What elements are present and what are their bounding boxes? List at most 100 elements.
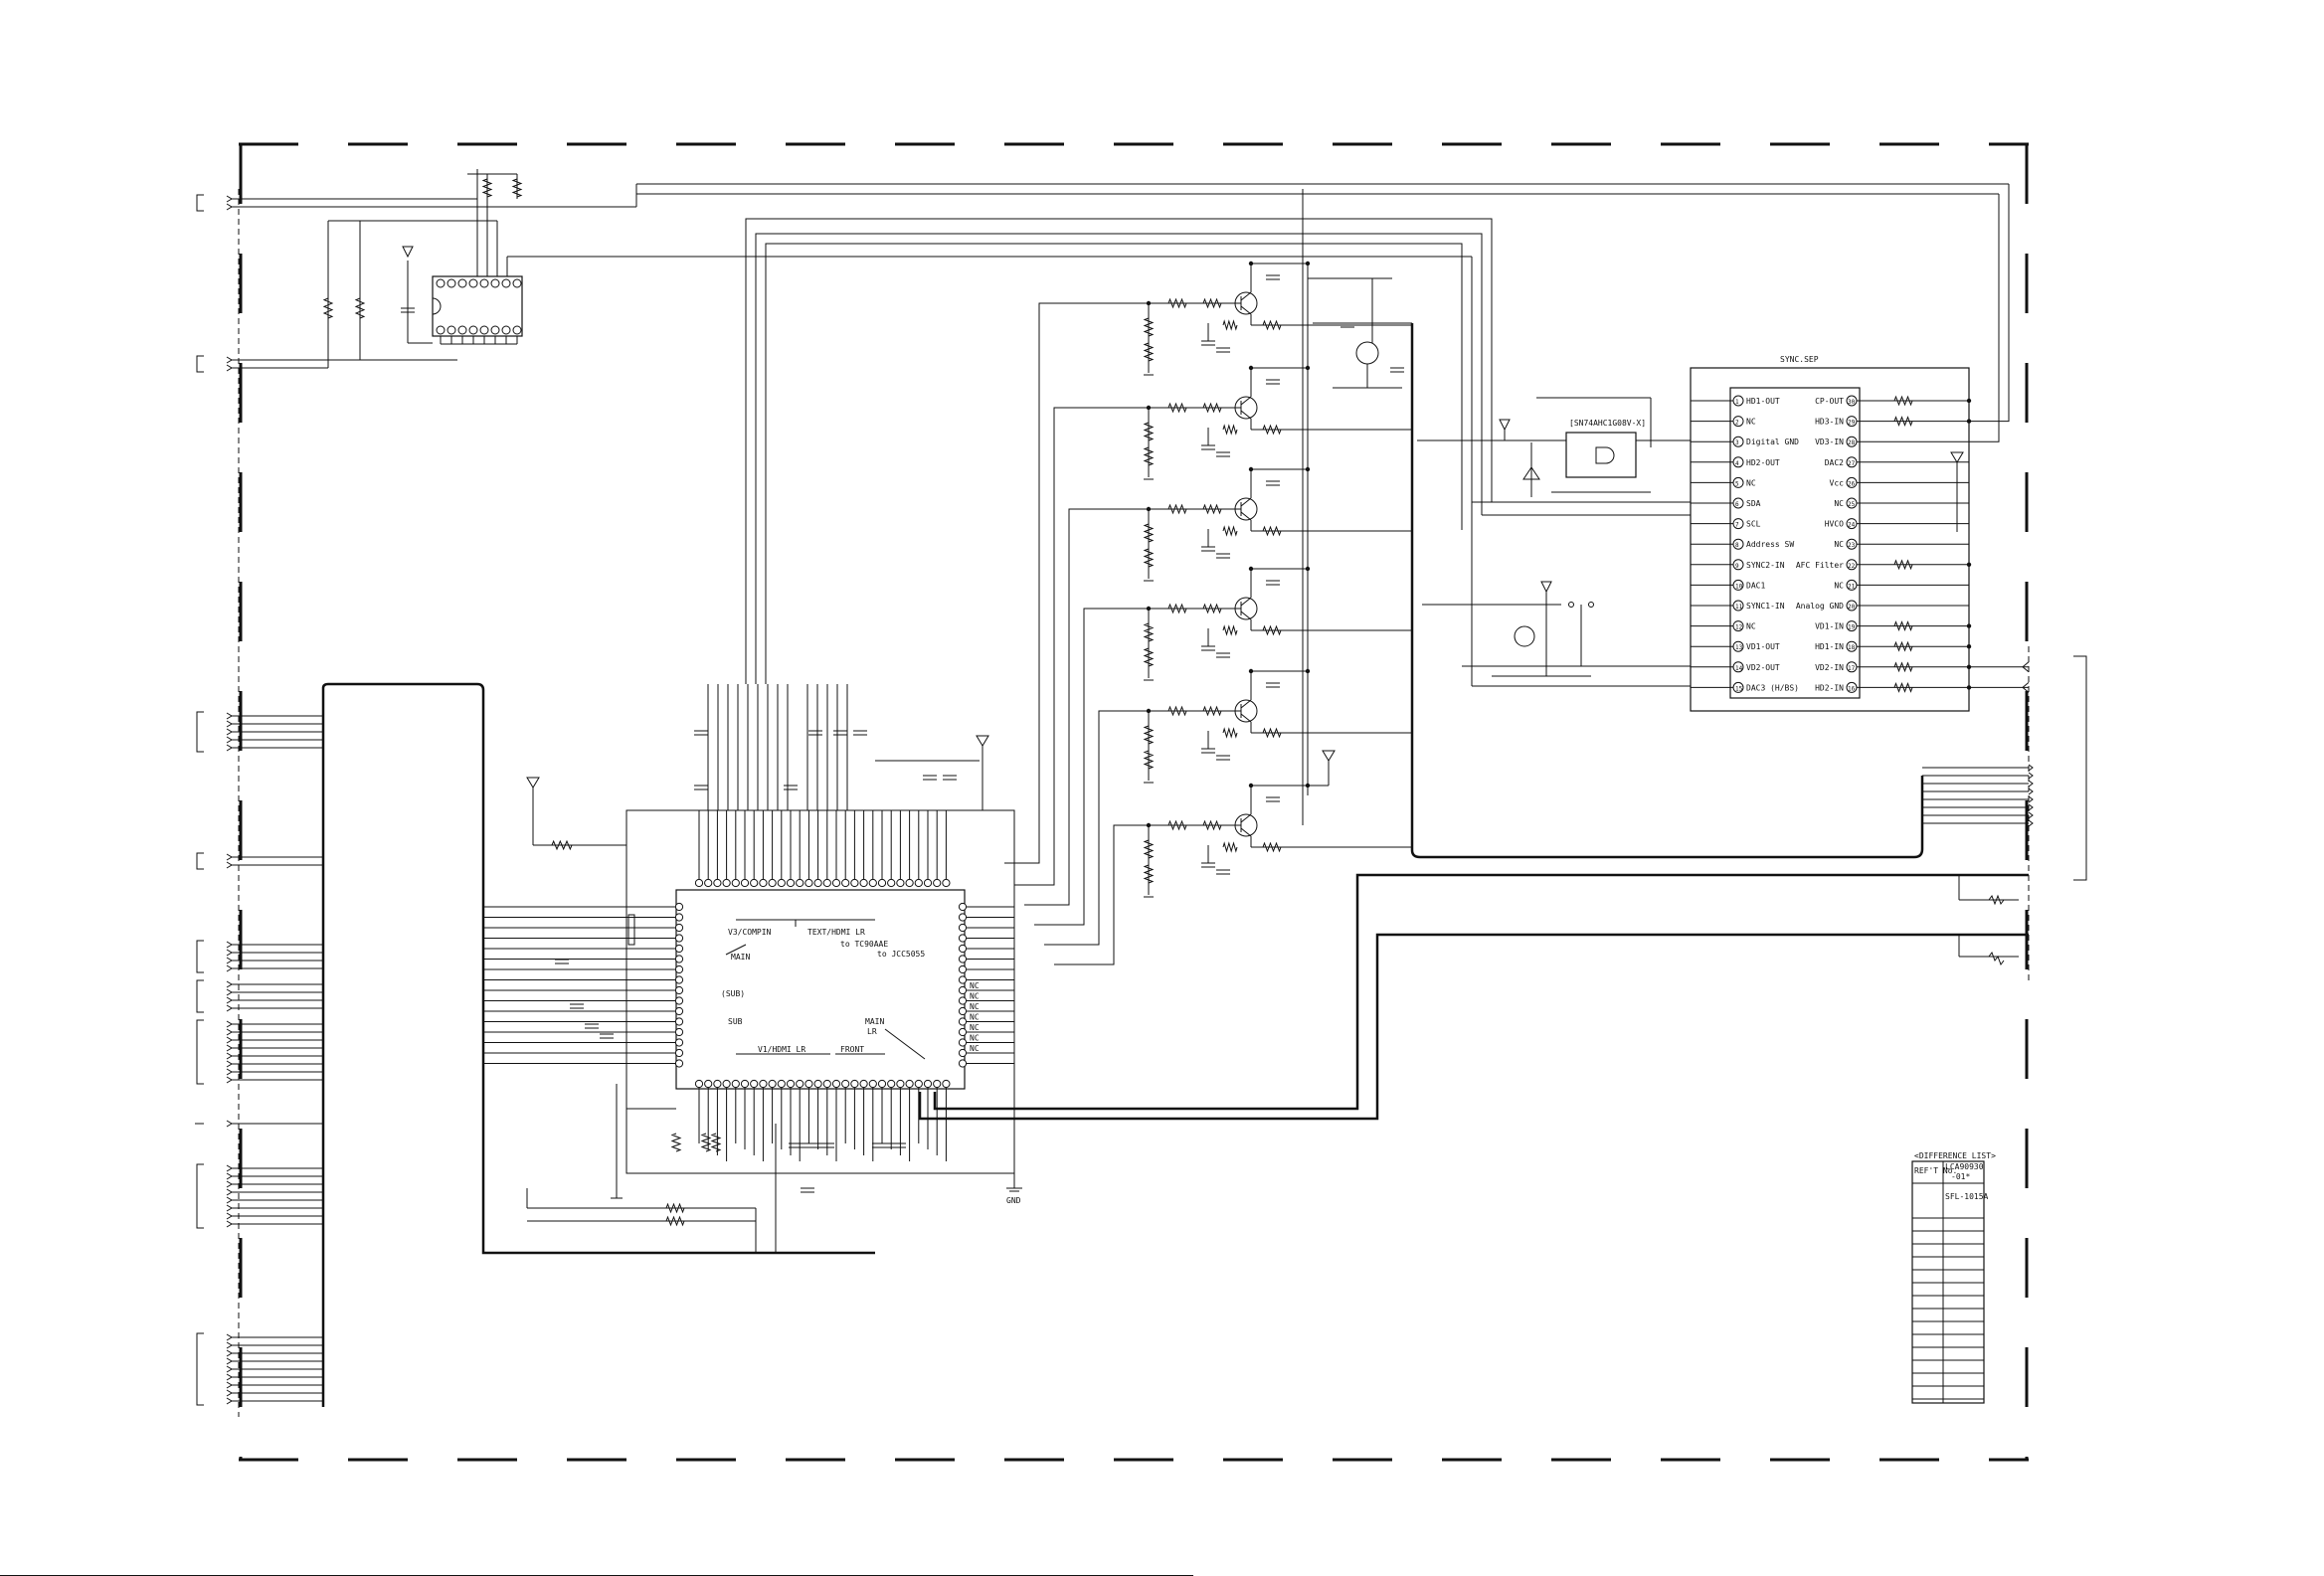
sync-right-pin-label: NC bbox=[1834, 499, 1844, 508]
ic-pin bbox=[436, 278, 446, 288]
sync-left-pin-num: 10 bbox=[1735, 583, 1743, 590]
connector-bracket bbox=[196, 194, 204, 212]
sync-input-trace bbox=[1969, 194, 2000, 442]
connector-pin bbox=[226, 980, 233, 988]
main-ic-top-pin bbox=[813, 878, 822, 888]
arrow bbox=[2028, 780, 2034, 788]
connector-pin bbox=[226, 1044, 233, 1052]
main-ic-bottom-pin bbox=[887, 1079, 896, 1089]
main-ic-left-pin bbox=[674, 1006, 684, 1016]
main-ic-bottom-pin bbox=[859, 1079, 868, 1089]
connector-pin bbox=[226, 1357, 233, 1365]
sync-left-pin-num: 7 bbox=[1735, 522, 1739, 529]
vcc-symbol bbox=[1322, 750, 1336, 762]
logic-ic-label: [SN74AHC1G08V-X] bbox=[1569, 419, 1646, 428]
resistor bbox=[1143, 446, 1155, 466]
vcc-symbol bbox=[976, 735, 989, 747]
resistor bbox=[1143, 422, 1155, 441]
main-ic-bottom-pin bbox=[777, 1079, 786, 1089]
diff-col1-header: REF'T No. bbox=[1914, 1166, 1957, 1175]
resistor bbox=[1262, 424, 1282, 436]
main-ic-bottom-pin bbox=[933, 1079, 942, 1089]
main-ic-bottom-pin bbox=[713, 1079, 722, 1089]
main-ic-top-pin bbox=[740, 878, 750, 888]
connector-pin bbox=[226, 1365, 233, 1373]
top-left-ic-block bbox=[231, 169, 2009, 369]
sync-right-pin-num: 17 bbox=[1848, 665, 1856, 672]
main-ic-top-pin bbox=[786, 878, 796, 888]
sync-right-pin-label: VD3-IN bbox=[1815, 438, 1844, 446]
connector-pin bbox=[226, 1349, 233, 1357]
main-ic-bottom-pin bbox=[868, 1079, 877, 1089]
label-sub: SUB bbox=[728, 1017, 743, 1026]
connector-pin bbox=[226, 720, 233, 728]
sync-right-pin-label: Analog GND bbox=[1796, 602, 1844, 611]
ic-pin bbox=[447, 325, 456, 335]
nc-pin-label: NC bbox=[970, 1044, 980, 1053]
sync-right-pin-num: 27 bbox=[1848, 460, 1856, 467]
resistor bbox=[1143, 548, 1155, 568]
connector-pin bbox=[226, 941, 233, 949]
right-output-lines bbox=[1922, 655, 2087, 881]
resistor bbox=[1893, 416, 1913, 428]
sync-right-pin-num: 25 bbox=[1848, 501, 1856, 508]
connector-pin bbox=[226, 356, 233, 364]
resistor bbox=[1222, 424, 1238, 436]
ic-pin bbox=[490, 278, 500, 288]
connector-pin bbox=[226, 1068, 233, 1076]
main-ic-bottom-pin bbox=[942, 1079, 951, 1089]
lower-return-lines bbox=[918, 873, 2029, 1121]
connector-pin bbox=[226, 1381, 233, 1389]
label-to-tc90aae: to TC90AAE bbox=[840, 940, 888, 949]
sync-left-pin-num: 11 bbox=[1735, 604, 1743, 611]
ic-pin bbox=[436, 325, 446, 335]
sync-right-pin-label: DAC2 bbox=[1825, 458, 1844, 467]
transistor-emitter bbox=[1240, 611, 1252, 620]
connector-pin bbox=[226, 1060, 233, 1068]
main-ic-left-pin bbox=[674, 985, 684, 995]
main-ic-top-pin bbox=[896, 878, 905, 888]
transistor-emitter bbox=[1240, 827, 1252, 837]
difference-list-table: <DIFFERENCE LIST> REF'T No. LCA90930 -01… bbox=[1911, 1151, 1996, 1404]
connector-pin bbox=[226, 988, 233, 996]
resistor bbox=[1143, 622, 1155, 642]
sync-right-pin-label: NC bbox=[1834, 540, 1844, 549]
ground-symbol: GND bbox=[1006, 1173, 1022, 1205]
main-ic-left-pin bbox=[674, 902, 684, 912]
connector-pin bbox=[226, 1004, 233, 1012]
connector-pin bbox=[226, 1212, 233, 1220]
ic-pin bbox=[457, 325, 467, 335]
resistor bbox=[1202, 819, 1222, 831]
vcc-symbol bbox=[526, 777, 540, 788]
connector-pin bbox=[226, 1028, 233, 1036]
sync-left-pin-num: 2 bbox=[1735, 420, 1739, 427]
connector-pin bbox=[226, 853, 233, 861]
sync-right-pin-num: 16 bbox=[1848, 685, 1856, 692]
main-ic-left-pin bbox=[674, 1048, 684, 1058]
resistor bbox=[1167, 819, 1187, 831]
arrow bbox=[2028, 819, 2034, 827]
logic-ic-block: [SN74AHC1G08V-X] bbox=[1499, 397, 1652, 497]
resistor bbox=[1167, 297, 1187, 309]
main-ic-top-pin bbox=[841, 878, 850, 888]
transistor-emitter bbox=[1240, 713, 1252, 723]
main-ic-bottom-pin bbox=[759, 1079, 768, 1089]
connector-bracket bbox=[196, 1332, 204, 1406]
main-ic-top-pin bbox=[933, 878, 942, 888]
resistor bbox=[1202, 705, 1222, 717]
resistor bbox=[1202, 503, 1222, 515]
main-ic-bottom-pin bbox=[740, 1079, 750, 1089]
resistor bbox=[665, 1215, 685, 1227]
gnd-label: GND bbox=[1006, 1196, 1021, 1205]
main-ic-top-pin bbox=[831, 878, 841, 888]
ic-pin bbox=[501, 278, 511, 288]
main-ic-top-pin bbox=[923, 878, 933, 888]
connector-bracket bbox=[196, 355, 204, 373]
main-ic-bottom-pin bbox=[731, 1079, 740, 1089]
transistor-collector bbox=[1240, 813, 1252, 823]
signal-buses bbox=[745, 189, 1924, 965]
resistor bbox=[1143, 839, 1155, 859]
main-ic-bottom-pin bbox=[768, 1079, 777, 1089]
